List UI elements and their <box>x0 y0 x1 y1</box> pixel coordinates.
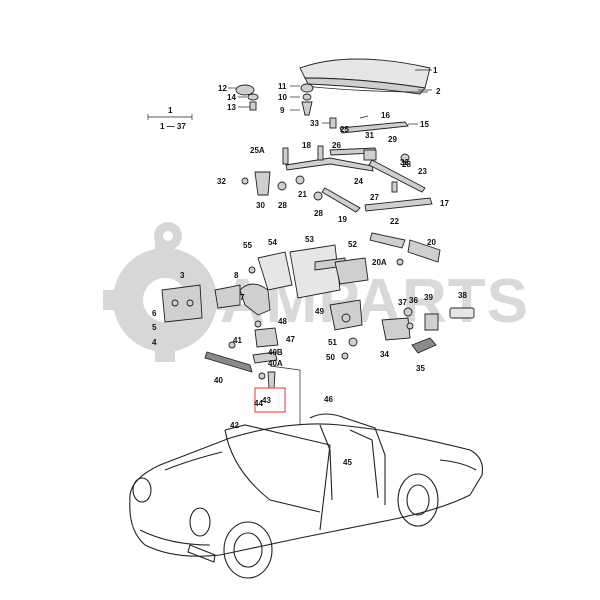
label-26: 26 <box>332 141 341 150</box>
legend-label: 1 <box>168 106 173 115</box>
label-2: 2 <box>436 87 441 96</box>
label-28c: 28 <box>402 160 411 169</box>
label-52: 52 <box>348 240 357 249</box>
label-30: 30 <box>256 201 265 210</box>
label-40: 40 <box>214 376 223 385</box>
label-11: 11 <box>278 82 287 91</box>
label-34: 34 <box>380 350 389 359</box>
label-36: 36 <box>409 296 418 305</box>
label-8: 8 <box>234 271 239 280</box>
label-46: 46 <box>324 395 333 404</box>
label-18: 18 <box>302 141 311 150</box>
label-54: 54 <box>268 238 277 247</box>
label-3: 3 <box>180 271 185 280</box>
label-4: 4 <box>152 338 157 347</box>
label-41: 41 <box>233 336 242 345</box>
small-parts <box>235 83 441 266</box>
label-27: 27 <box>370 193 379 202</box>
label-53: 53 <box>305 235 314 244</box>
label-43: 43 <box>262 396 271 405</box>
label-35: 35 <box>416 364 425 373</box>
label-40b: 40B <box>268 348 283 357</box>
label-19: 19 <box>338 215 347 224</box>
label-24: 24 <box>354 177 363 186</box>
label-10: 10 <box>278 93 287 102</box>
label-49: 49 <box>315 307 324 316</box>
label-38: 38 <box>458 291 467 300</box>
label-32b: 32 <box>400 158 409 167</box>
label-25: 25 <box>340 125 349 134</box>
label-21: 21 <box>298 190 307 199</box>
label-23: 23 <box>418 167 427 176</box>
label-22: 22 <box>390 217 399 226</box>
highlight-box <box>254 387 286 413</box>
label-20: 20 <box>427 238 436 247</box>
label-40a: 40A <box>268 359 283 368</box>
label-44: 44 <box>254 399 263 408</box>
label-39: 39 <box>424 293 433 302</box>
label-12: 12 <box>218 84 227 93</box>
part-labels: 1 2 3 4 5 6 7 8 9 10 11 12 13 14 15 16 1… <box>152 66 467 467</box>
label-9: 9 <box>280 106 285 115</box>
lock-assembly <box>161 244 369 323</box>
label-31: 31 <box>365 131 374 140</box>
label-16: 16 <box>381 111 390 120</box>
label-45: 45 <box>343 458 352 467</box>
legend-range: 1 — 37 <box>160 122 186 131</box>
label-15: 15 <box>420 120 429 129</box>
striker-parts <box>329 299 475 360</box>
label-13: 13 <box>227 103 236 112</box>
label-37: 37 <box>398 298 407 307</box>
label-42: 42 <box>230 421 239 430</box>
roof-panel <box>299 58 431 95</box>
label-5: 5 <box>152 323 157 332</box>
label-55: 55 <box>243 241 252 250</box>
car-outline <box>129 413 484 579</box>
label-51: 51 <box>328 338 337 347</box>
label-20a: 20A <box>372 258 387 267</box>
label-28b: 28 <box>314 209 323 218</box>
label-6: 6 <box>152 309 157 318</box>
label-25a: 25A <box>250 146 265 155</box>
leader-lines <box>228 69 432 125</box>
label-1: 1 <box>433 66 438 75</box>
label-48: 48 <box>278 317 287 326</box>
label-14: 14 <box>227 93 236 102</box>
label-17: 17 <box>440 199 449 208</box>
legend: 1 1 — 37 <box>147 106 193 131</box>
label-50: 50 <box>326 353 335 362</box>
label-47: 47 <box>286 335 295 344</box>
lower-parts <box>204 320 301 425</box>
label-32a: 32 <box>217 177 226 186</box>
label-28a: 28 <box>278 201 287 210</box>
label-33: 33 <box>310 119 319 128</box>
label-7: 7 <box>240 293 245 302</box>
label-29: 29 <box>388 135 397 144</box>
